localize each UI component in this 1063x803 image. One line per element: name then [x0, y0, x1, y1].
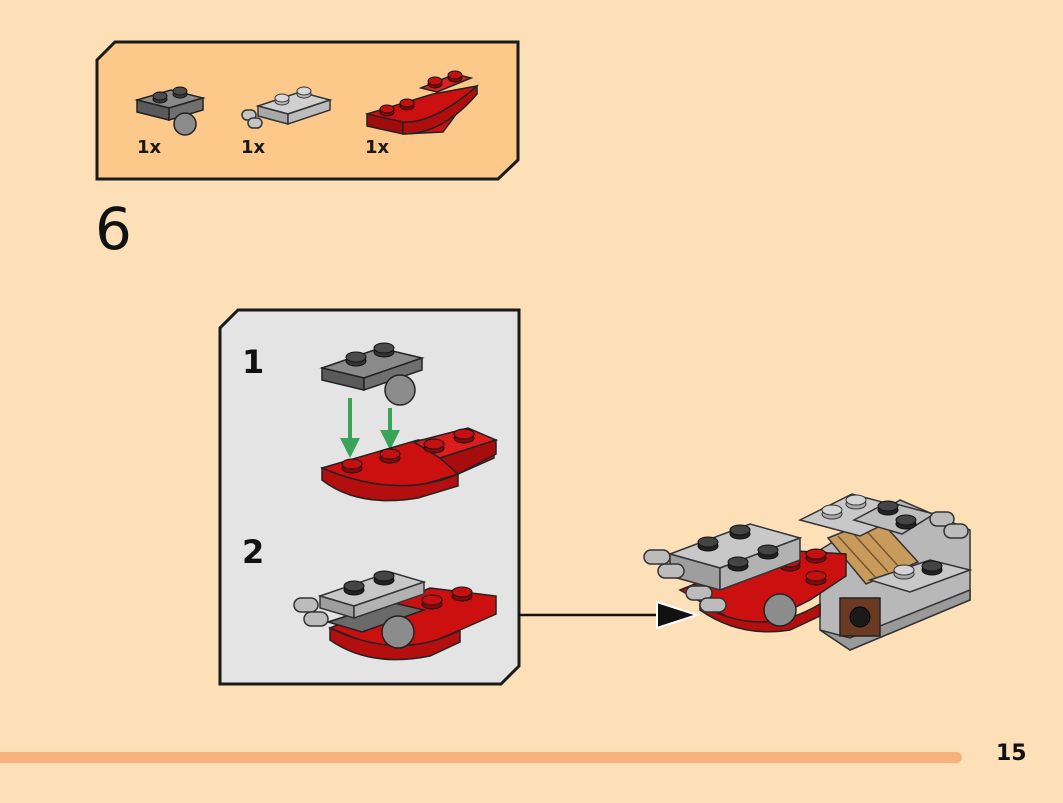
step-number: 6	[95, 195, 132, 263]
red-curved-slope-plate-icon	[365, 70, 479, 135]
part-count-3: 1x	[365, 137, 390, 158]
part-count-1: 1x	[137, 137, 162, 158]
substep-number-1: 1	[242, 343, 265, 381]
substep-number-2: 2	[242, 533, 265, 571]
parts-callout: 1x 1x 1x	[95, 40, 520, 181]
footer-bar	[0, 752, 962, 763]
result-arrow	[519, 600, 701, 630]
dark-gray-plate-with-ball-icon	[134, 86, 206, 136]
substep-2-illustration	[293, 570, 497, 661]
light-gray-plate-with-clip-icon	[241, 86, 333, 129]
result-model-illustration	[643, 493, 973, 651]
substep-1-illustration	[319, 342, 499, 502]
substep-panel: 1 2	[218, 308, 521, 686]
page-number: 15	[996, 741, 1027, 766]
part-count-2: 1x	[241, 137, 266, 158]
